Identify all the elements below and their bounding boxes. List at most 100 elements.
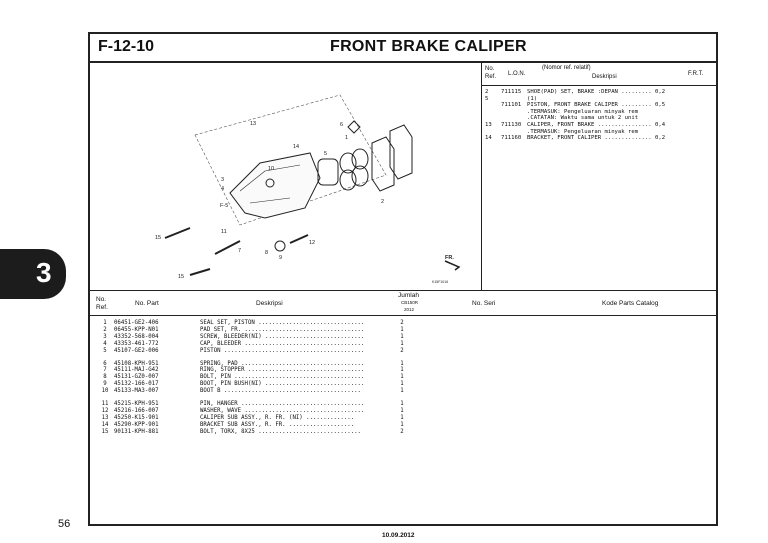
- part-part: 45133-MA3-007: [114, 388, 159, 395]
- part-qty: 1: [400, 340, 404, 347]
- part-desc: SEAL SET, PISTON .......................…: [200, 320, 365, 326]
- part-desc: RING, STOPPER ..........................…: [200, 367, 365, 374]
- labor-table-header: No. Ref. L.O.N. (Nomor ref. relatif) Des…: [482, 63, 716, 86]
- part-desc: CAP, BLEEDER ...........................…: [200, 340, 365, 347]
- part-desc: BOOT B .................................…: [200, 388, 361, 395]
- part-qty: 1: [400, 326, 404, 333]
- callout-3: 3: [221, 177, 224, 183]
- part-qty: 1: [400, 407, 404, 414]
- labor-lon: [501, 129, 527, 136]
- section-tab: 3: [0, 249, 66, 299]
- part-qty: 1: [400, 333, 404, 340]
- labor-desc: CALIPER, FRONT BRAKE ................ 0,…: [527, 121, 666, 128]
- callout-6: 6: [340, 122, 343, 128]
- part-qty: 1: [400, 388, 404, 395]
- issue-date: 10.09.2012: [382, 532, 415, 539]
- part-part: 43352-568-004: [114, 333, 159, 340]
- callout-12: 12: [309, 240, 315, 246]
- part-desc: PISTON .................................…: [200, 347, 365, 354]
- part-desc: PIN, HANGER ............................…: [200, 401, 365, 408]
- callout-15a: 15: [155, 235, 161, 241]
- part-desc: BOLT, TORX, 8X25 .......................…: [200, 428, 361, 435]
- callout-5: 5: [324, 151, 327, 157]
- labor-ref: [485, 102, 501, 109]
- labor-desc: SHOE(PAD) SET, BRAKE :DEPAN ......... 0,…: [527, 89, 666, 95]
- labor-lon: 711101: [501, 102, 522, 109]
- labor-ref: 2: [485, 89, 489, 95]
- section-number: 3: [36, 257, 52, 288]
- part-part: 45107-GE2-006: [114, 347, 159, 354]
- table-row: 7 45111-MAJ-G42 RING, STOPPER ............…: [96, 367, 414, 374]
- labor-desc: .TERMASUK: Pengeluaran minyak rem: [527, 108, 639, 115]
- part-part: 45108-KPH-951: [114, 360, 159, 367]
- part-qty: 1: [400, 421, 404, 428]
- part-part: 45250-K15-901: [114, 414, 159, 421]
- part-no: 7: [103, 367, 107, 374]
- part-part: 45132-166-017: [114, 381, 159, 388]
- part-no: 10: [101, 388, 109, 395]
- labor-row: 13 711130 CALIPER, FRONT BRAKE ...........…: [485, 122, 665, 129]
- part-no: 8: [103, 374, 107, 381]
- callout-14: 14: [293, 144, 299, 150]
- part-desc: BOOT, PIN BUSH(NI) .....................…: [200, 381, 365, 388]
- part-no: 4: [103, 340, 107, 347]
- part-desc: PAD SET, FR. ...........................…: [200, 326, 365, 333]
- labor-ref: [485, 115, 501, 122]
- labor-ref: 13: [485, 121, 492, 128]
- labor-row: .TERMASUK: Pengeluaran minyak rem: [485, 109, 665, 116]
- part-desc: BOLT, PIN ..............................…: [200, 374, 365, 381]
- labor-row: 5 (1): [485, 96, 665, 103]
- parts-table-header: No. Ref. No. Part Deskripsi Jumlah CB150…: [90, 290, 716, 316]
- labor-ref: 5: [485, 95, 489, 102]
- labor-time-table: No. Ref. L.O.N. (Nomor ref. relatif) Des…: [482, 63, 716, 290]
- part-qty: 2: [400, 428, 404, 435]
- exploded-diagram: 13 6 1 14 5 10 3 4 2 F-5 11 15 7 8 12 9 …: [90, 63, 482, 290]
- page-number: 56: [58, 518, 71, 530]
- page-title: FRONT BRAKE CALIPER: [330, 38, 527, 55]
- figure-code: F-12-10: [98, 38, 155, 55]
- part-qty: 2: [400, 347, 404, 354]
- labor-row: 711101 PISTON, FRONT BRAKE CALIPER ......…: [485, 102, 665, 109]
- labor-row: .TERMASUK: Pengeluaran minyak rem: [485, 129, 665, 136]
- table-row: 9 45132-166-017 BOOT, PIN BUSH(NI) .......…: [96, 381, 414, 388]
- labor-desc: .TERMASUK: Pengeluaran minyak rem: [527, 128, 639, 135]
- part-part: 45290-KPP-901: [114, 421, 159, 428]
- labor-ref: 14: [485, 135, 492, 142]
- labor-desc: BRACKET, FRONT CALIPER .............. 0,…: [527, 135, 666, 142]
- part-part: 90131-KPH-881: [114, 428, 159, 435]
- labor-desc: (1): [527, 95, 538, 102]
- part-part: 45111-MAJ-G42: [114, 367, 159, 374]
- part-qty: 1: [400, 401, 404, 408]
- labor-ref: [485, 129, 501, 136]
- part-part: 45216-166-007: [114, 407, 159, 414]
- part-part: 43353-461-772: [114, 340, 159, 347]
- callout-2: 2: [381, 199, 384, 205]
- part-part: 06455-KPP-N01: [114, 326, 159, 333]
- part-qty: 1: [400, 367, 404, 374]
- part-desc: BRACKET SUB ASSY., R. FR. ..............…: [200, 421, 355, 428]
- part-qty: 1: [400, 414, 404, 421]
- callout-15b: 15: [178, 274, 184, 280]
- callout-8: 8: [265, 250, 268, 256]
- labor-lon: 711130: [501, 121, 522, 128]
- part-no: 9: [103, 381, 107, 388]
- labor-ref: [485, 109, 501, 116]
- table-row: 4 43353-461-772 CAP, BLEEDER .............…: [96, 341, 414, 348]
- labor-lon: [501, 96, 527, 103]
- part-qty: 1: [400, 374, 404, 381]
- part-desc: SPRING, PAD ............................…: [200, 360, 365, 367]
- labor-row: .CATATAN: Waktu sama untuk 2 unit: [485, 115, 665, 122]
- callout-1: 1: [345, 135, 348, 141]
- labor-desc: PISTON, FRONT BRAKE CALIPER ......... 0,…: [527, 102, 666, 109]
- part-no: 2: [103, 326, 107, 333]
